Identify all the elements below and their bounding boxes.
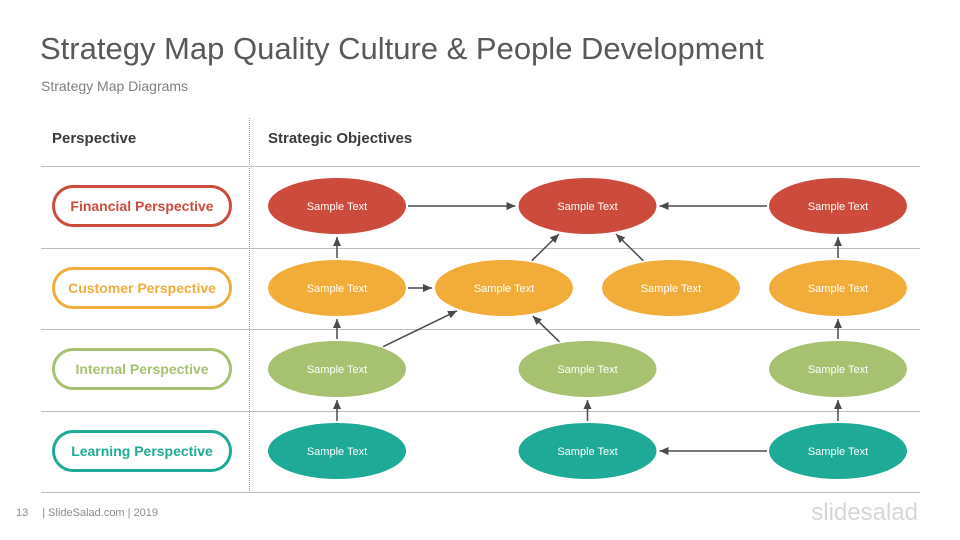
objective-label: Sample Text [557,201,617,213]
objective-node: Sample Text [435,260,573,316]
learning-perspective-pill: Learning Perspective [52,430,232,472]
perspective-label: Learning Perspective [71,443,213,459]
row-divider [41,248,920,249]
objective-ellipse [769,341,907,397]
objective-label: Sample Text [808,446,868,458]
perspective-label: Internal Perspective [75,361,209,377]
slide-title: Strategy Map Quality Culture & People De… [40,31,764,66]
objective-label: Sample Text [808,364,868,376]
row-divider [41,492,920,493]
objective-node: Sample Text [769,260,907,316]
objective-label: Sample Text [307,446,367,458]
objective-node: Sample Text [268,341,406,397]
objective-node: Sample Text [769,178,907,234]
objective-label: Sample Text [641,283,701,295]
page-number: 13 [16,507,29,519]
objective-node: Sample Text [268,260,406,316]
objective-node: Sample Text [518,178,657,234]
objective-label: Sample Text [307,364,367,376]
objective-node: Sample Text [268,178,406,234]
objective-ellipse [268,341,406,397]
financial-perspective-pill: Financial Perspective [52,185,232,227]
perspective-label: Customer Perspective [68,280,216,296]
objective-node: Sample Text [769,341,907,397]
objective-node: Sample Text [602,260,740,316]
objective-label: Sample Text [808,283,868,295]
slidesalad-logo: slidesalad [811,499,918,526]
objective-ellipse [268,178,406,234]
objective-node: Sample Text [769,423,907,479]
objective-label: Sample Text [307,201,367,213]
row-divider [41,166,920,167]
objective-label: Sample Text [474,283,534,295]
footer: 13 | SlideSalad.com | 2019 [16,507,158,519]
objective-ellipse [518,178,657,234]
objective-node: Sample Text [268,423,406,479]
internal-perspective-pill: Internal Perspective [52,348,232,390]
objective-ellipse [518,423,657,479]
objective-ellipse [769,178,907,234]
row-divider [41,411,920,412]
objective-label: Sample Text [557,364,617,376]
column-divider [249,118,250,493]
connector-arrow [615,233,644,262]
perspective-column-header: Perspective [52,130,137,147]
objectives-column-header: Strategic Objectives [268,130,413,147]
objective-ellipse [769,423,907,479]
perspective-label: Financial Perspective [70,198,214,214]
connector-arrow [382,310,458,348]
objective-ellipse [602,260,740,316]
objective-label: Sample Text [557,446,617,458]
objective-ellipse [435,260,573,316]
connector-arrow [532,315,560,343]
objective-node: Sample Text [518,341,657,397]
objective-ellipse [268,423,406,479]
objective-ellipse [769,260,907,316]
objective-label: Sample Text [307,283,367,295]
objective-ellipse [518,341,657,397]
customer-perspective-pill: Customer Perspective [52,267,232,309]
objective-node: Sample Text [518,423,657,479]
row-divider [41,329,920,330]
connector-arrow [531,233,560,262]
slide-subtitle: Strategy Map Diagrams [41,78,189,94]
objective-ellipse [268,260,406,316]
objective-label: Sample Text [808,201,868,213]
footer-credit: | SlideSalad.com | 2019 [42,507,159,519]
